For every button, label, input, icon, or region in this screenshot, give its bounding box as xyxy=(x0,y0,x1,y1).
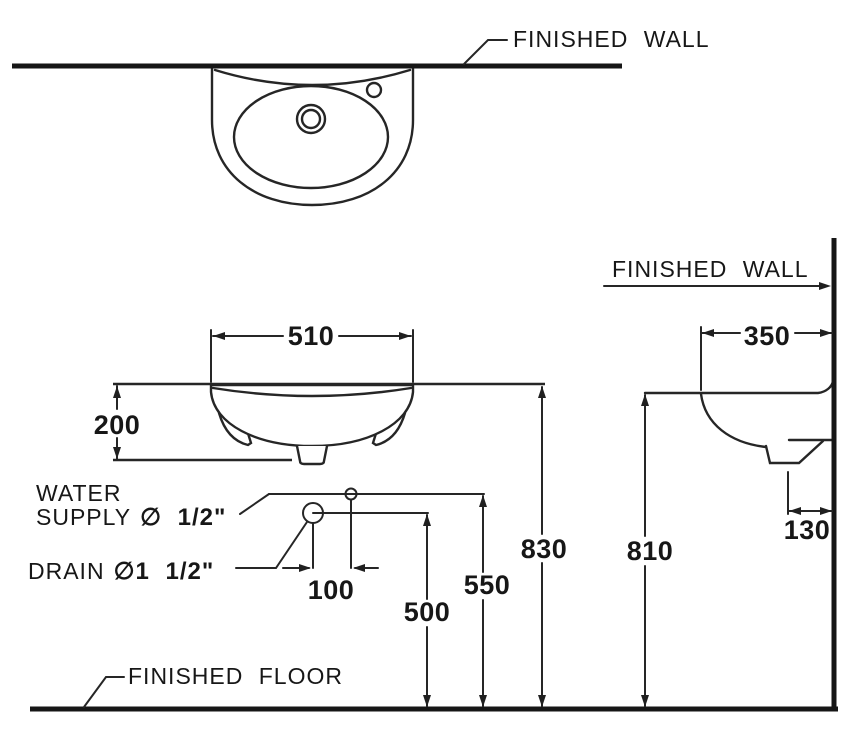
dim-value-500: 500 xyxy=(404,597,451,627)
basin-bowl-front xyxy=(209,383,415,448)
side-rim-line xyxy=(643,379,835,395)
drain-hole-inner xyxy=(300,108,322,130)
water-supply-label-line2: SUPPLY ∅ 1/2" xyxy=(36,504,226,531)
arrow-down-icon xyxy=(113,447,121,459)
plan-view: FINISHED WALL xyxy=(12,26,710,207)
drain-label: DRAIN ∅1 1/2" xyxy=(28,558,214,585)
arrow-up-icon xyxy=(479,495,487,507)
dim-value-810: 810 xyxy=(627,536,674,566)
arrow-up-icon xyxy=(113,386,121,398)
dim-550: 550 xyxy=(464,495,511,707)
dim-510: 510 xyxy=(210,321,414,383)
drain-stub-front xyxy=(295,444,329,466)
drain-size: ∅1 1/2" xyxy=(114,558,215,585)
basin-outline-plan xyxy=(210,66,415,207)
dim-value-200: 200 xyxy=(94,410,141,440)
arrow-right-icon xyxy=(820,329,832,337)
drain-hole-outer xyxy=(295,103,327,135)
water-supply-label-line1: WATER xyxy=(36,480,122,506)
dim-value-510: 510 xyxy=(288,321,335,351)
drain-leader-line xyxy=(235,521,308,569)
water-supply-word: SUPPLY xyxy=(36,504,131,530)
arrow-up-icon xyxy=(538,386,546,398)
wall-leader-line xyxy=(463,39,508,65)
floor: FINISHED FLOOR xyxy=(30,663,838,712)
dim-130: 130 xyxy=(784,471,833,545)
dim-value-100: 100 xyxy=(308,575,355,605)
side-bowl-curve xyxy=(699,392,768,449)
rim-inner-curve xyxy=(211,386,413,398)
fittings: WATER SUPPLY ∅ 1/2" DRAIN ∅1 1/2" xyxy=(28,480,485,585)
dim-350: 350 xyxy=(700,321,833,391)
dim-500: 500 xyxy=(404,514,451,707)
basin-back-ledge-arc xyxy=(213,68,412,87)
side-view: FINISHED WALL xyxy=(603,238,837,709)
drain-word: DRAIN xyxy=(28,558,105,584)
dim-830: 830 xyxy=(521,386,568,707)
arrow-down-icon xyxy=(423,695,431,707)
dim-200: 200 xyxy=(94,385,141,460)
front-view xyxy=(113,382,545,466)
side-drain-outlet xyxy=(764,439,825,465)
basin-bowl-ellipse xyxy=(232,84,390,190)
arrow-right-icon xyxy=(819,282,831,290)
arrow-down-icon xyxy=(479,695,487,707)
water-supply-size: ∅ 1/2" xyxy=(140,504,226,531)
dim-value-130: 130 xyxy=(784,515,831,545)
arrow-up-icon xyxy=(641,394,649,406)
dim-810: 810 xyxy=(627,394,674,707)
arrow-left-icon xyxy=(353,564,365,572)
arrow-left-icon xyxy=(213,332,225,340)
finished-wall-top-label: FINISHED WALL xyxy=(513,26,710,52)
arrow-left-icon xyxy=(789,507,801,515)
faucet-hole xyxy=(365,81,383,99)
finished-wall-side-label: FINISHED WALL xyxy=(612,256,809,282)
dim-100: 100 xyxy=(282,564,379,605)
supply-leader-line xyxy=(239,493,270,515)
finished-floor-label: FINISHED FLOOR xyxy=(128,663,343,689)
arrow-down-icon xyxy=(641,695,649,707)
dim-value-350: 350 xyxy=(744,321,791,351)
arrow-down-icon xyxy=(538,695,546,707)
floor-leader-line xyxy=(83,676,125,708)
arrow-left-icon xyxy=(702,329,714,337)
arrow-right-icon xyxy=(399,332,411,340)
arrow-up-icon xyxy=(423,514,431,526)
dim-value-550: 550 xyxy=(464,570,511,600)
dim-value-830: 830 xyxy=(521,534,568,564)
arrow-right-icon xyxy=(299,564,311,572)
arrow-right-icon xyxy=(820,507,832,515)
